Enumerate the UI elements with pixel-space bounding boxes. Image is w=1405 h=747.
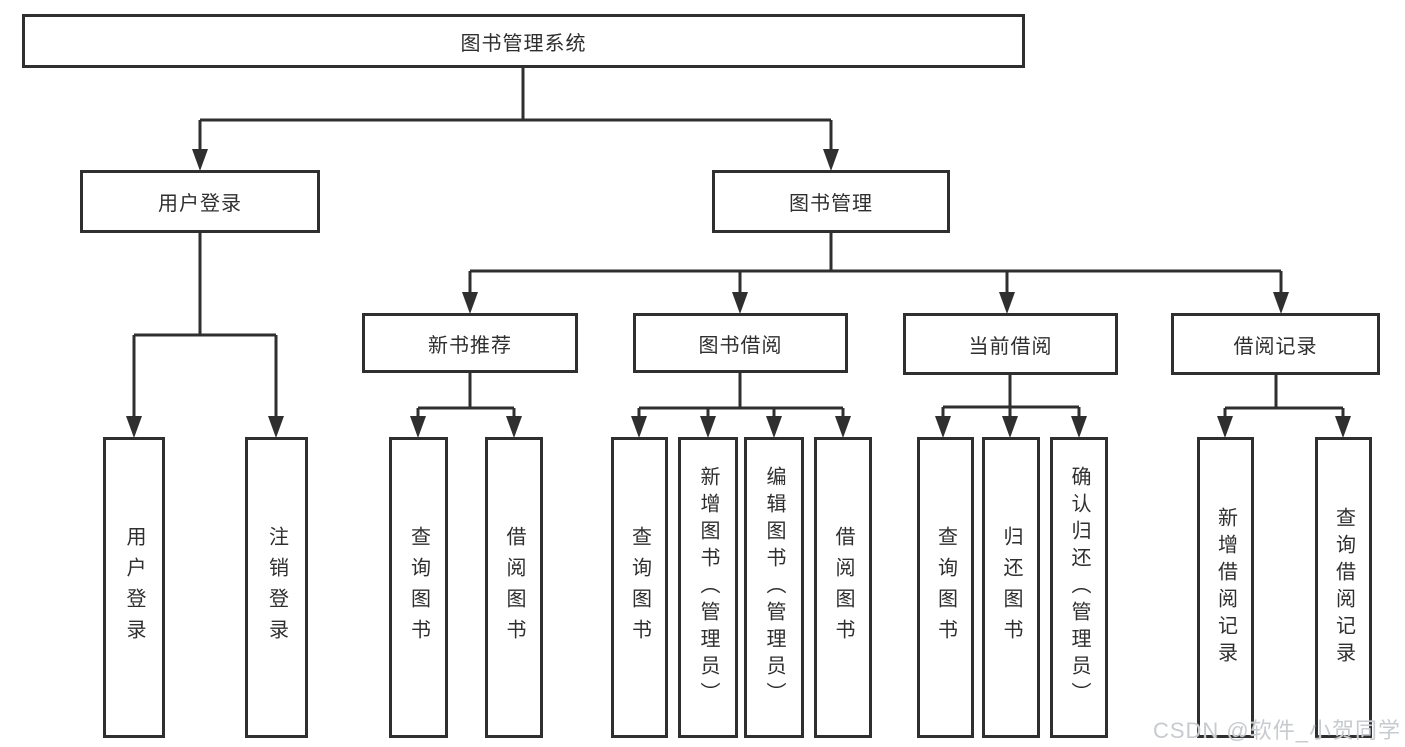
node-leaf-logout: 注销登录 (245, 437, 308, 738)
arrowhead-icon (1217, 416, 1233, 438)
node-leaf-return-book: 归还图书 (982, 437, 1040, 738)
node-borrow-records: 借阅记录 (1171, 313, 1380, 375)
connector-borrow-to-leaves (637, 373, 845, 419)
node-leaf-edit-book-admin: 编辑图书（管理员） (744, 437, 804, 738)
connector-userlogin-to-leaves (132, 233, 278, 419)
arrowhead-icon (506, 416, 522, 438)
connector-bookmgmt-to-level3 (468, 233, 1283, 295)
node-leaf-add-borrow-record: 新增借阅记录 (1197, 437, 1254, 738)
arrowhead-icon (126, 416, 142, 438)
arrowhead-icon (732, 292, 748, 314)
arrowhead-icon (835, 416, 851, 438)
arrowhead-icon (631, 416, 647, 438)
node-user-login: 用户登录 (80, 170, 320, 233)
node-leaf-query-books-current: 查询图书 (917, 437, 974, 738)
connector-root-to-level2 (198, 68, 833, 152)
arrowhead-icon (192, 149, 208, 171)
node-leaf-query-borrow-record: 查询借阅记录 (1315, 437, 1372, 738)
node-leaf-query-books-recommend: 查询图书 (389, 437, 448, 738)
node-leaf-query-books-borrow: 查询图书 (611, 437, 668, 738)
arrowhead-icon (700, 416, 716, 438)
connector-recommend-to-leaves (416, 373, 516, 419)
node-root: 图书管理系统 (22, 14, 1025, 68)
node-leaf-user-login: 用户登录 (103, 437, 165, 738)
arrowhead-icon (1071, 416, 1087, 438)
node-leaf-add-book-admin: 新增图书（管理员） (678, 437, 738, 738)
arrowhead-icon (935, 416, 951, 438)
arrowhead-icon (462, 292, 478, 314)
arrowhead-icon (999, 292, 1015, 314)
connector-records-to-leaves (1223, 375, 1345, 419)
arrowhead-icon (766, 416, 782, 438)
arrowhead-icon (823, 149, 839, 171)
arrowhead-icon (1335, 416, 1351, 438)
node-new-book-recommend: 新书推荐 (362, 313, 578, 373)
node-current-borrow: 当前借阅 (903, 313, 1118, 375)
arrowhead-icon (1273, 292, 1289, 314)
arrowhead-icon (268, 416, 284, 438)
connector-current-to-leaves (941, 375, 1081, 419)
arrowhead-icon (1002, 416, 1018, 438)
node-leaf-borrow-books-recommend: 借阅图书 (485, 437, 543, 738)
arrowhead-icon (410, 416, 426, 438)
node-book-borrow: 图书借阅 (633, 313, 848, 373)
node-book-management: 图书管理 (712, 170, 950, 233)
csdn-watermark: CSDN @软件_小贺同学 (1152, 718, 1401, 743)
node-leaf-borrow-books-borrow: 借阅图书 (814, 437, 872, 738)
node-leaf-confirm-return-admin: 确认归还（管理员） (1050, 437, 1108, 738)
